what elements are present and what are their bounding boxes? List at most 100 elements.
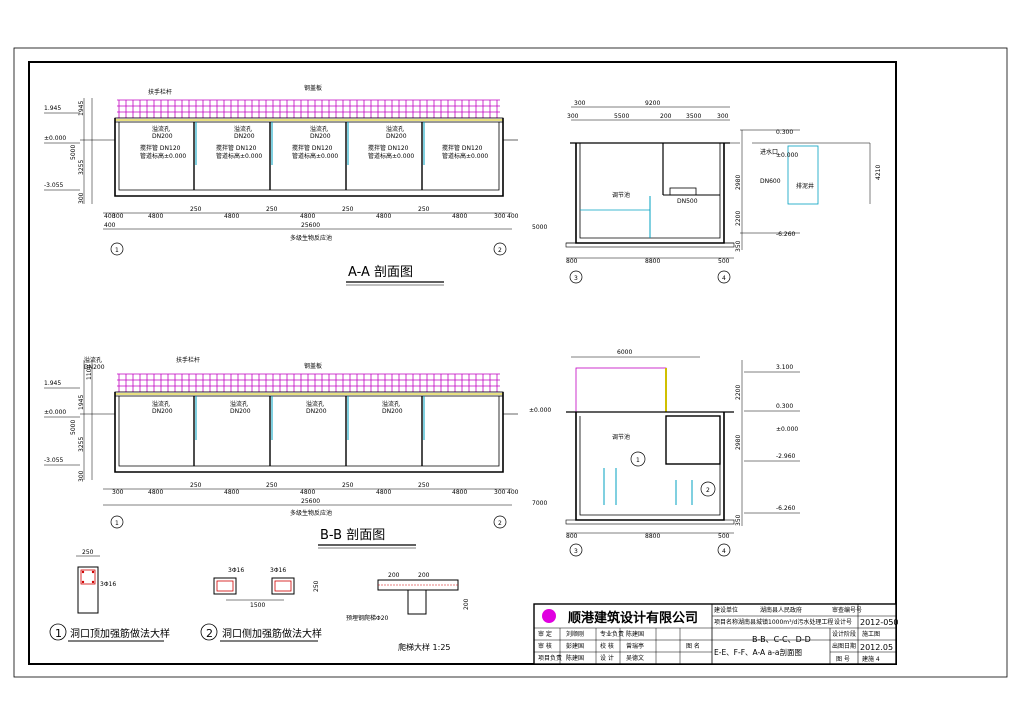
bb-elev-0: ±0.000	[44, 409, 66, 416]
tb-r2-value: 湖南县城镇1000m³/d污水处理工程	[738, 618, 833, 626]
bb-vdim-5000: 5000	[70, 420, 77, 435]
aa-elev-0: ±0.000	[44, 135, 66, 142]
xs-bot-axis-4: 4	[722, 548, 726, 555]
railing	[117, 99, 500, 119]
aa-section: 扶手栏杆 钢盖板 搅拌管 DN120 管道标高±0.000 搅拌管 DN120 …	[44, 84, 547, 286]
bb-axis-1: 1	[115, 520, 119, 527]
tb-r2-label2: 设计号	[834, 618, 852, 626]
xs-top-9200: 9200	[645, 100, 660, 107]
aa-pipe-elev-5: 管道标高±0.000	[442, 152, 488, 160]
bb-section: 扶手栏杆 钢盖板 溢流孔 DN200 溢流孔 DN200 溢流孔 DN200 溢…	[44, 356, 547, 549]
tb-r2-label: 项目名称	[714, 618, 738, 626]
aa-pipe-label-3: 搅拌管 DN120	[292, 144, 333, 152]
aa-pipe-label-4: 搅拌管 DN120	[368, 144, 409, 152]
tb-no-label: 图 号	[836, 656, 850, 663]
aa-dim-span-1: 4800	[148, 213, 163, 220]
bb-dim-400-right: 400	[507, 489, 519, 496]
aa-vdim-5000: 5000	[70, 145, 77, 160]
d2-250: 250	[313, 580, 320, 592]
outer-border	[13, 47, 1008, 678]
aa-pipe-label-1: 搅拌管 DN120	[140, 144, 181, 152]
tb-no: 建施 4	[862, 655, 880, 663]
tb-design: 设 计	[600, 654, 614, 662]
aa-dim-5000: 5000	[532, 224, 547, 231]
d1-title: 洞口顶加强筋做法大样	[70, 627, 170, 640]
bb-dn200-1: DN200	[152, 408, 173, 415]
bb-dim-300-left: 300	[112, 489, 124, 496]
xs-bot-em6260: -6.260	[776, 505, 796, 512]
aa-dim-span-4: 4800	[376, 213, 391, 220]
tb-r1-value: 湖南县人民政府	[760, 606, 802, 614]
aa-dn200-4: DN200	[386, 133, 407, 140]
aa-pipe-elev-2: 管道标高±0.000	[216, 152, 262, 160]
bb-axis-2: 2	[498, 520, 502, 527]
ladder-200b: 200	[418, 572, 430, 579]
aa-note: 多级生物反应池	[290, 234, 332, 242]
bb-dim-7000: 7000	[532, 500, 547, 507]
xs-bot-e0: ±0.000	[776, 426, 798, 433]
xs-top-2200: 2200	[735, 211, 742, 226]
xs-top-300b: 300	[567, 113, 579, 120]
tb-pm-name: 陈建国	[566, 654, 584, 662]
bb-dn200-4: DN200	[382, 408, 403, 415]
aa-pipe-label-2: 搅拌管 DN120	[216, 144, 257, 152]
aa-dim-300-right: 300	[494, 213, 506, 220]
xs-top-room: 调节池	[612, 191, 630, 199]
xs-top-e0300: 0.300	[776, 129, 793, 136]
aa-grating-label: 钢盖板	[304, 84, 322, 92]
xs-bot-e0-left: ±0.000	[529, 407, 551, 414]
tb-approve-name: 刘顺刚	[566, 630, 584, 638]
xs-bot-axis-3: 3	[574, 548, 578, 555]
d1-3q16: 3Φ16	[100, 581, 116, 588]
aa-dim-span-2: 4800	[224, 213, 239, 220]
aa-dim-400-right: 400	[507, 213, 519, 220]
tb-check-name: 曾瑞亭	[626, 642, 644, 650]
aa-vdim-1945: 1945	[78, 101, 85, 116]
tb-date: 2012.05	[860, 643, 893, 652]
bb-dim-total: 25600	[301, 498, 320, 505]
aa-dim-total: 25600	[301, 222, 320, 229]
aa-dim-wall-3: 250	[342, 206, 354, 213]
tb-r2-value2: 2012-050	[860, 618, 899, 627]
xs-top-200: 200	[660, 113, 672, 120]
bb-title: B-B 剖面图	[320, 528, 385, 543]
tb-chief: 专业负责	[600, 630, 624, 638]
ladder-200c: 200	[463, 598, 470, 610]
xs-top-3500: 3500	[686, 113, 701, 120]
xs-bot-2200: 2200	[735, 385, 742, 400]
xs-bot-e3100: 3.100	[776, 364, 793, 371]
aa-dim-400-total: 400	[104, 222, 116, 229]
bb-grating-label: 钢盖板	[304, 362, 322, 370]
aa-vdim-300: 300	[78, 192, 85, 204]
tb-audit: 审 核	[538, 642, 552, 650]
aa-overflow-4: 溢流孔	[386, 125, 404, 133]
bb-dn200-2: DN200	[230, 408, 251, 415]
xs-bot-em2960: -2.960	[776, 453, 796, 460]
tb-chief-name: 陈建国	[626, 630, 644, 638]
xs-bot-6000: 6000	[617, 349, 632, 356]
cross-section-top: 9200 300 300 5500 200 3500 300 调节池 DN500…	[565, 100, 882, 284]
ladder-note: 预埋钢爬梯Φ20	[346, 614, 389, 622]
aa-pipe-elev-4: 管道标高±0.000	[368, 152, 414, 160]
company-logo	[542, 609, 556, 623]
xs-top-dn500: DN500	[677, 198, 698, 205]
bb-vdim-300: 300	[78, 470, 85, 482]
xs-top-dn600: DN600	[760, 178, 781, 185]
detail-1: 250 3Φ16 1 洞口顶加强筋做法大样	[49, 549, 170, 642]
xs-top-5500: 5500	[614, 113, 629, 120]
bb-dim-wall-2: 250	[266, 482, 278, 489]
bb-overflow-1: 溢流孔	[152, 400, 170, 408]
xs-bot-detail-1: 1	[636, 457, 640, 464]
tb-company: 顺港建筑设计有限公司	[568, 610, 698, 626]
d2-title: 洞口侧加强筋做法大样	[222, 627, 322, 640]
bb-dn200-0: DN200	[84, 364, 105, 371]
xs-bot-500: 500	[718, 533, 730, 540]
xs-bot-8800: 8800	[645, 533, 660, 540]
xs-bot-room: 调节池	[612, 433, 630, 441]
tb-drawing-label: 图 名	[686, 642, 700, 650]
xs-bot-350: 350	[735, 514, 742, 526]
bb-dim-300-right: 300	[494, 489, 506, 496]
bb-overflow-3: 溢流孔	[306, 400, 324, 408]
xs-top-e0: ±0.000	[776, 152, 798, 159]
